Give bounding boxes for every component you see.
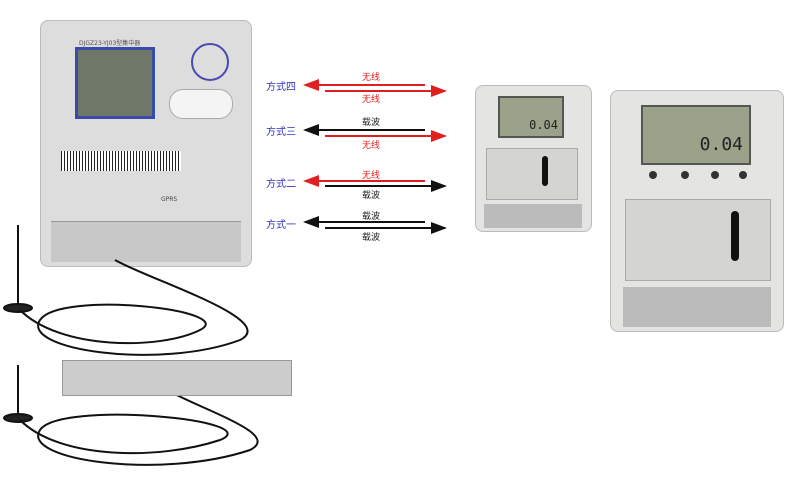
mode3-lower-label: 无线 xyxy=(362,141,381,151)
concentrator: DJGZ23-YJ03型集中器 GPRS xyxy=(40,20,252,267)
terminal-strip xyxy=(62,360,292,396)
large-meter: 0.04 xyxy=(610,90,784,332)
terminal-block xyxy=(51,221,241,262)
large-meter-antenna xyxy=(731,211,739,261)
mode1-upper-label: 载波 xyxy=(362,212,381,222)
small-meter: 0.04 xyxy=(475,85,592,232)
small-meter-antenna xyxy=(542,156,548,186)
barcode-label xyxy=(61,151,181,171)
concentrator-lcd xyxy=(75,47,155,119)
mode2-lower-label: 载波 xyxy=(362,191,381,201)
mode4-upper-label: 无线 xyxy=(362,73,381,83)
mode2-upper-label: 无线 xyxy=(362,171,381,181)
gprs-label: GPRS xyxy=(161,196,178,203)
large-meter-reading: 0.04 xyxy=(699,134,743,155)
small-meter-reading: 0.04 xyxy=(529,118,558,132)
mode4-label: 方式四 xyxy=(266,82,296,93)
large-meter-cover xyxy=(625,199,771,281)
mode3-label: 方式三 xyxy=(266,127,296,138)
mode1-lower-label: 载波 xyxy=(362,233,381,243)
meter-button-4[interactable] xyxy=(739,171,747,179)
large-meter-terminal xyxy=(623,287,771,327)
small-meter-lcd: 0.04 xyxy=(498,96,564,138)
meter-button-1[interactable] xyxy=(649,171,657,179)
mode2-label: 方式二 xyxy=(266,179,296,190)
antenna-cables xyxy=(3,225,259,466)
mode4-lower-label: 无线 xyxy=(362,95,381,105)
ir-port xyxy=(191,43,229,81)
small-meter-terminal xyxy=(484,204,582,228)
meter-button-3[interactable] xyxy=(711,171,719,179)
large-meter-lcd: 0.04 xyxy=(641,105,751,165)
concentrator-model: DJGZ23-YJ03型集中器 xyxy=(79,40,141,47)
mode3-upper-label: 载波 xyxy=(362,118,381,128)
concentrator-keypad xyxy=(169,89,233,119)
mode1-label: 方式一 xyxy=(266,220,296,231)
meter-button-2[interactable] xyxy=(681,171,689,179)
small-meter-cover xyxy=(486,148,578,200)
